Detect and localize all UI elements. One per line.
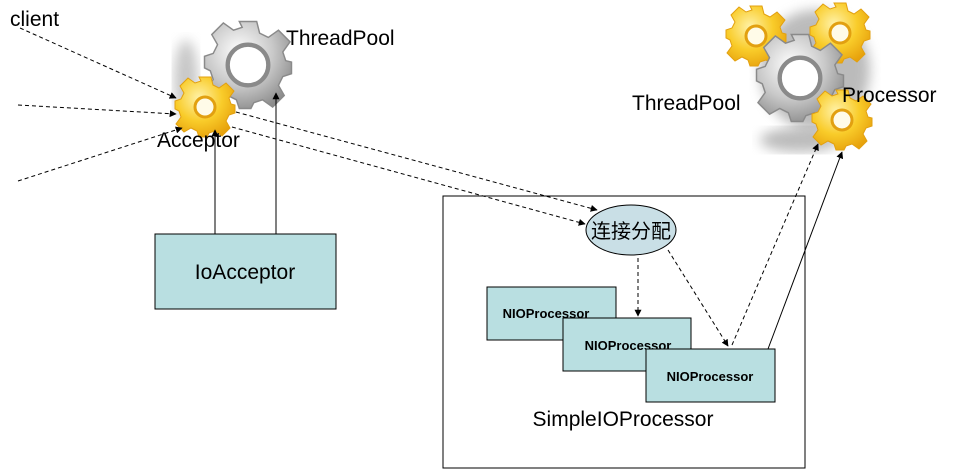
client-arrow (19, 27, 177, 99)
worker-gear-icon (725, 5, 787, 67)
acceptor-label: Acceptor (157, 129, 240, 152)
nio-to-processor-arrow (767, 151, 844, 350)
client-arrow (17, 104, 177, 118)
simple-io-processor-label: SimpleIOProcessor (533, 408, 714, 431)
threadpool-gear-icon (755, 33, 845, 123)
simple-io-processor-container (442, 195, 806, 469)
nio-processor-label: NIOProcessor (667, 369, 754, 384)
dispatch-label: 连接分配 (591, 220, 671, 243)
acceptor-to-dispatch-arrow (231, 126, 586, 226)
threadpool-label: ThreadPool (632, 92, 741, 115)
threadpool-gear-icon (203, 20, 293, 110)
client-label: client (10, 8, 59, 31)
client-arrow (17, 126, 183, 182)
dispatch-to-nio-arrow (667, 249, 729, 347)
ioacceptor-label: IoAcceptor (195, 261, 295, 284)
nio-processor-label: NIOProcessor (503, 306, 590, 321)
threadpool-label: ThreadPool (286, 27, 395, 50)
ioacceptor-box (154, 233, 337, 310)
acceptor-to-dispatch-arrow (235, 111, 598, 212)
processor-label: Processor (842, 84, 937, 107)
acceptor-gear-icon (174, 76, 236, 138)
worker-gear-icon (809, 2, 871, 64)
nio-processor-box (645, 348, 776, 403)
processor-gear-icon (811, 89, 873, 151)
dispatch-node (585, 204, 677, 256)
nio-to-processor-arrow (731, 143, 819, 346)
